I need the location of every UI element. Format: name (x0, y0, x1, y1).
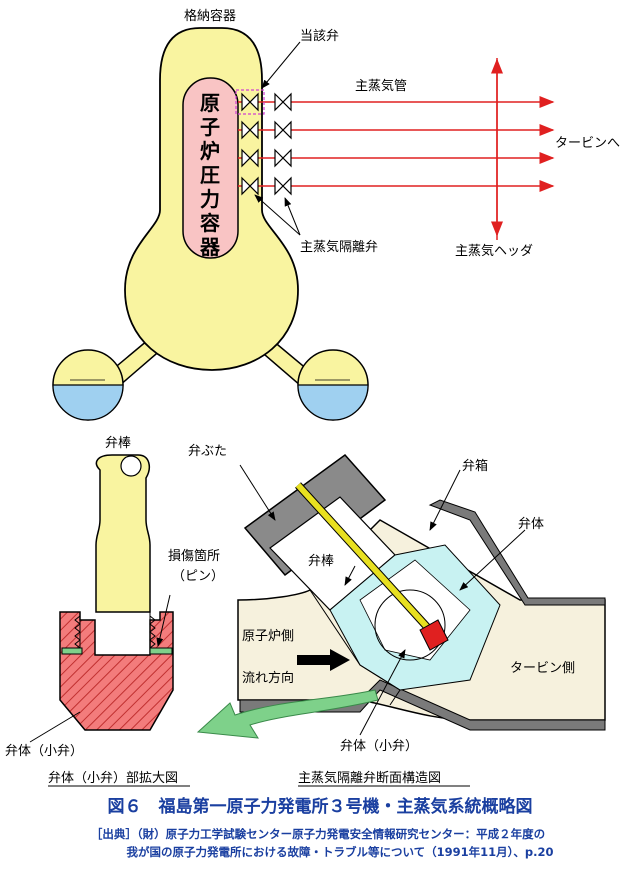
svg-text:容: 容 (200, 211, 220, 235)
label-steam-header: 主蒸気ヘッダ (455, 243, 533, 259)
reactor-pressure-vessel (182, 77, 239, 259)
leaders-top (254, 41, 301, 236)
label-valve-body: 弁体 (518, 517, 544, 532)
svg-text:炉: 炉 (200, 139, 220, 163)
label-subject-valve: 当該弁 (300, 28, 339, 44)
label-to-turbine: タービンへ (555, 136, 620, 151)
msiv-cross-section (196, 453, 606, 739)
source-line-2: 我が国の原子力発電所における故障・トラブル等について（1991年11月）、p.2… (126, 845, 553, 859)
svg-text:力: 力 (200, 187, 220, 211)
caption-left: 弁体（小弁）部拡大図 (48, 771, 178, 786)
label-valve-box: 弁箱 (462, 458, 488, 474)
label-stem-top: 弁棒 (105, 436, 131, 451)
label-reactor-side: 原子炉側 (242, 629, 294, 644)
label-main-steam-pipe: 主蒸気管 (355, 78, 407, 94)
label-flow-direction: 流れ方向 (242, 670, 294, 686)
rpv-label: 原 子 炉 圧 力 容 器 (199, 91, 221, 259)
figure-title: 図６ 福島第一原子力発電所３号機・主蒸気系統概略図 (108, 796, 533, 817)
label-containment: 格納容器 (184, 8, 236, 24)
msiv-valves (235, 89, 292, 196)
label-small-valve-body-left: 弁体（小弁） (5, 744, 83, 759)
small-valve-enlarged (59, 454, 174, 731)
label-turbine-side: タービン側 (510, 661, 575, 676)
label-stem-mid: 弁棒 (308, 554, 334, 569)
caption-right: 主蒸気隔離弁断面構造図 (298, 770, 441, 786)
label-small-valve-body: 弁体（小弁） (340, 739, 418, 754)
svg-text:器: 器 (199, 235, 221, 259)
leaders-right (239, 464, 526, 736)
svg-text:原: 原 (200, 91, 220, 115)
label-msiv: 主蒸気隔離弁 (300, 239, 378, 255)
label-damage-point: 損傷箇所 (168, 548, 220, 564)
label-bonnet: 弁ぶた (188, 444, 227, 459)
label-pin: （ピン） (172, 569, 224, 584)
source-line-1: ［出典］（財）原子力工学試験センター原子力発電安全情報研究センター：平成２年度の (91, 827, 545, 841)
svg-text:子: 子 (200, 115, 220, 139)
svg-text:圧: 圧 (200, 163, 220, 187)
